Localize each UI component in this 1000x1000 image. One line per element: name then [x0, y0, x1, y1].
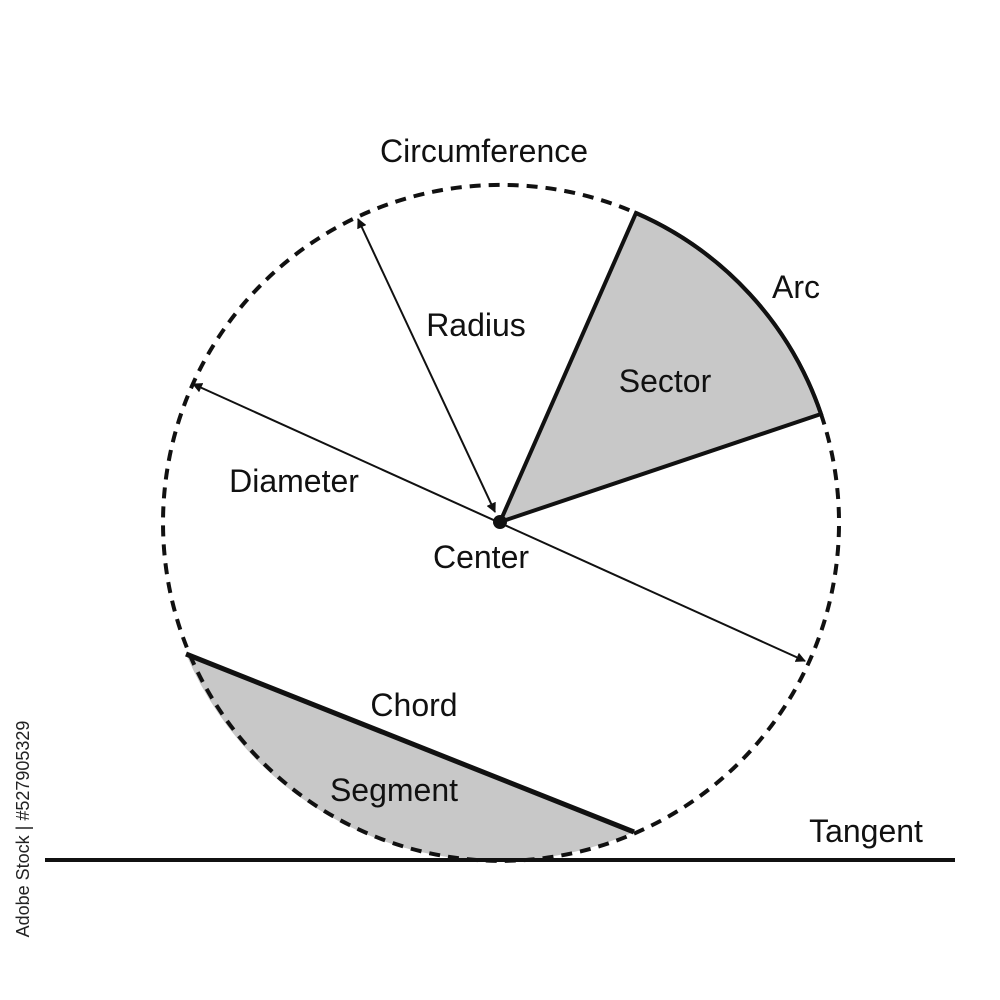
chord-label: Chord	[370, 687, 457, 723]
segment-label: Segment	[330, 772, 458, 808]
segment-shape	[186, 654, 634, 861]
stock-id-text: Adobe Stock | #527905329	[13, 721, 33, 938]
arc-line	[635, 211, 823, 415]
circumference-label: Circumference	[380, 133, 588, 169]
radius-label: Radius	[426, 307, 526, 343]
center-point	[493, 515, 507, 529]
arc-label: Arc	[772, 269, 820, 305]
sector-label: Sector	[619, 363, 712, 399]
chord-line	[185, 651, 635, 835]
center-label: Center	[433, 539, 529, 575]
tangent-label: Tangent	[809, 813, 923, 849]
diameter-label: Diameter	[229, 463, 359, 499]
circumference-dashed	[161, 182, 841, 863]
